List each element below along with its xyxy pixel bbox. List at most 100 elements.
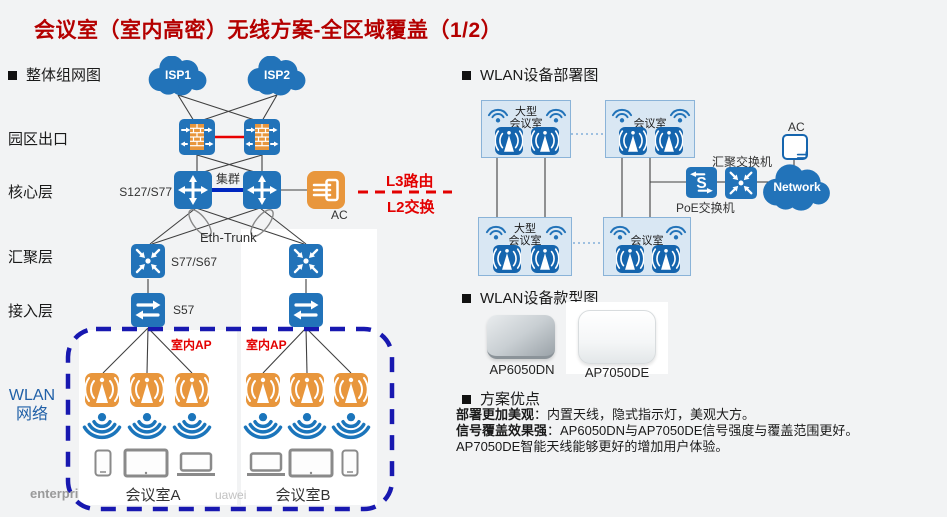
label-access-layer: 接入层 (8, 303, 54, 320)
advantage-detail: ：AP6050DN与AP7050DE信号强度与覆盖范围更好。 (547, 423, 859, 438)
phone-icon (94, 449, 112, 477)
isp2-cloud: ISP2 (245, 56, 309, 96)
room-box-label: 大型 (515, 106, 537, 118)
network-label: Network (773, 179, 821, 194)
access-switch-icon-left (131, 293, 165, 327)
advantage-line: 部署更加美观：内置天线，隐式指示灯，美观大方。 (456, 407, 896, 423)
deployment-room-box: 会议室 (605, 100, 695, 158)
cluster-label: 集群 (215, 172, 240, 186)
wifi-signal-icon (241, 410, 285, 450)
wifi-signal-icon (170, 410, 214, 450)
ac-label: AC (788, 120, 805, 134)
tablet-icon (288, 448, 334, 478)
ap-icon (130, 373, 164, 407)
advantage-detail: ：内置天线，隐式指示灯，美观大方。 (534, 407, 756, 422)
ap-icon (85, 373, 119, 407)
deployment-room-box: 大型 会议室 (478, 217, 572, 276)
access-model-label: S57 (173, 303, 195, 317)
ap7050de-label: AP7050DE (584, 365, 650, 380)
section-bullet-icon (462, 71, 471, 80)
ap-icon (495, 127, 523, 155)
ap-icon (493, 245, 521, 273)
laptop-icon (176, 452, 216, 478)
network-cloud: Network (760, 162, 834, 214)
room-a-label: 会议室A (125, 487, 181, 504)
section-title: 方案优点 (480, 391, 541, 408)
laptop-icon (246, 452, 286, 478)
section-header-advantages: 方案优点 (462, 388, 540, 409)
ap-icon (616, 245, 644, 273)
ap-icon (246, 373, 280, 407)
tablet-icon (123, 448, 169, 478)
core-model-label: S127/S77 (119, 185, 172, 199)
ap-icon (655, 127, 683, 155)
label-campus-exit: 园区出口 (8, 131, 69, 148)
agg-model-label: S77/S67 (171, 255, 218, 269)
ap6050dn-image (487, 315, 555, 359)
indoor-ap-label-a: 室内AP (171, 338, 212, 352)
section-header-deployment: WLAN设备部署图 (462, 64, 598, 85)
room-box-label: 会议室 (508, 235, 542, 247)
wlan-label-line1: WLAN (8, 387, 56, 404)
agg-switch-icon-left (131, 244, 165, 278)
isp1-cloud: ISP1 (146, 56, 210, 96)
ap6050dn-label: AP6050DN (489, 362, 555, 377)
wifi-signal-icon (329, 410, 373, 450)
wifi-signal-icon (125, 410, 169, 450)
watermark-mid: uawei (215, 488, 247, 502)
l3-routing-label: L3路由 (386, 173, 434, 190)
ap-icon (531, 245, 559, 273)
advantage-keyword: 部署更加美观 (456, 407, 535, 422)
phone-icon (341, 449, 359, 477)
ap-icon (619, 127, 647, 155)
label-core-layer: 核心层 (8, 184, 54, 201)
ap7050de-image (566, 302, 668, 374)
advantage-keyword: 信号覆盖效果强 (456, 423, 548, 438)
deployment-room-box: 大型 会议室 (481, 100, 571, 158)
section-title: WLAN设备部署图 (480, 67, 599, 84)
wlan-label-line2: 网络 (15, 406, 48, 423)
agg-switch-icon (725, 167, 757, 199)
room-box-label: 会议室 (630, 235, 664, 247)
section-bullet-icon (8, 71, 17, 80)
label-wlan-network: WLAN 网络 (4, 386, 60, 424)
firewall-icon-left (179, 119, 215, 155)
deployment-room-box: 会议室 (603, 217, 691, 276)
page-title: 会议室（室内高密）无线方案-全区域覆盖（1/2） (34, 19, 503, 42)
room-b-label: 会议室B (275, 487, 331, 504)
section-bullet-icon (462, 395, 471, 404)
poe-switch-icon (686, 167, 717, 198)
ap-icon (652, 245, 680, 273)
section-bullet-icon (462, 294, 471, 303)
label-agg-layer: 汇聚层 (8, 249, 54, 266)
section-header-topology: 整体组网图 (8, 64, 101, 85)
core-switch-icon-left (174, 171, 212, 209)
indoor-ap-label-b: 室内AP (246, 338, 287, 352)
ac-controller-icon (782, 134, 808, 160)
poe-switch-label: PoE交换机 (676, 201, 735, 215)
firewall-icon-right (244, 119, 280, 155)
access-switch-icon-right (289, 293, 323, 327)
l2-switching-label: L2交换 (387, 199, 435, 216)
advantage-line: 信号覆盖效果强：AP6050DN与AP7050DE信号强度与覆盖范围更好。 (456, 423, 896, 439)
agg-switch-label: 汇聚交换机 (712, 155, 773, 169)
advantage-line: AP7050DE智能天线能够更好的增加用户体验。 (456, 439, 896, 455)
ap-icon (334, 373, 368, 407)
ap-icon (531, 127, 559, 155)
isp2-label: ISP2 (263, 67, 290, 82)
ac-controller-icon (307, 171, 345, 209)
core-switch-icon-right (243, 171, 281, 209)
section-title: 整体组网图 (26, 67, 102, 84)
room-box-label: 大型 (514, 223, 536, 235)
wifi-signal-icon (80, 410, 124, 450)
agg-switch-icon-right (289, 244, 323, 278)
isp1-label: ISP1 (164, 67, 191, 82)
watermark-left: enterpri (30, 486, 79, 501)
advantages-text: 部署更加美观：内置天线，隐式指示灯，美观大方。 信号覆盖效果强：AP6050DN… (456, 407, 896, 455)
advantage-detail: AP7050DE智能天线能够更好的增加用户体验。 (456, 439, 729, 454)
ap-icon (175, 373, 209, 407)
eth-trunk-label: Eth-Trunk (200, 230, 257, 245)
ap-icon (290, 373, 324, 407)
ac-label: AC (331, 208, 348, 222)
